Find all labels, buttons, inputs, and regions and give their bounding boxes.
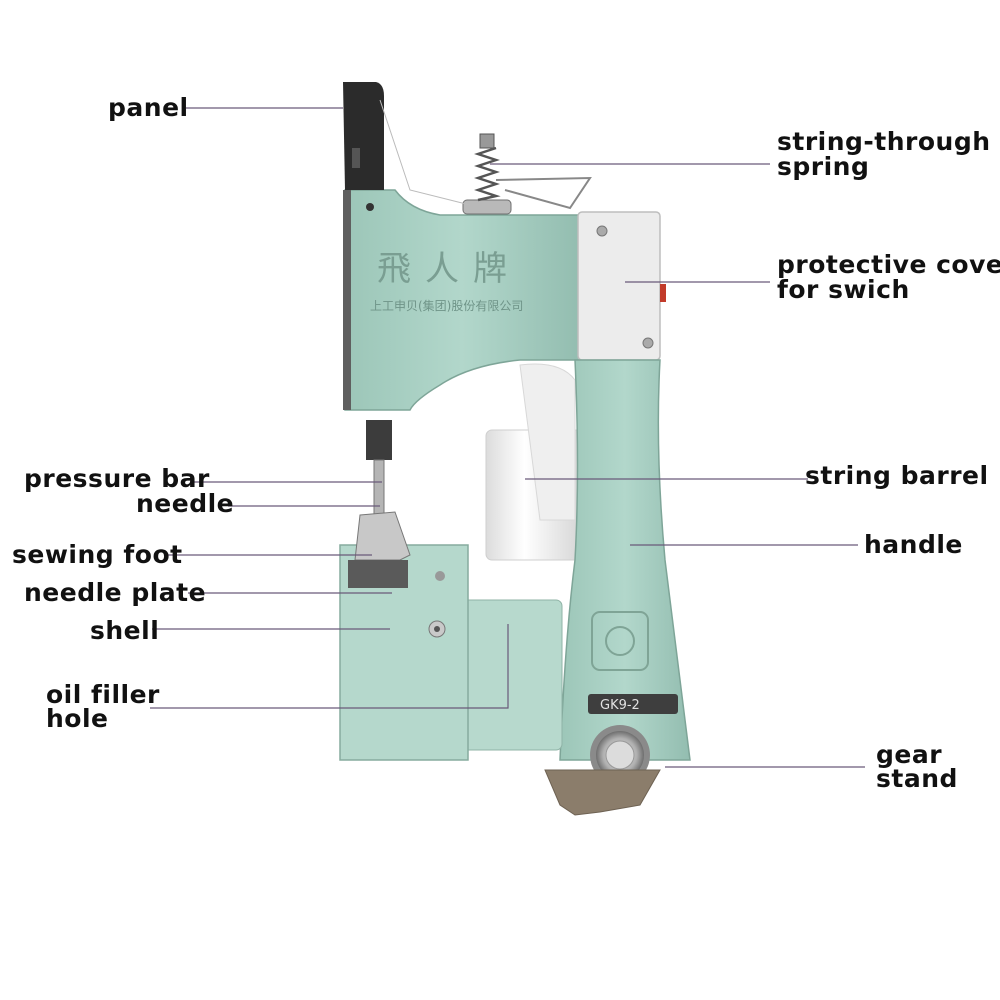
model-plate: GK9-2 (588, 694, 678, 714)
label-shell: shell (90, 616, 160, 645)
label-hole: hole (46, 704, 109, 733)
label-oil-filler: oil filler (46, 680, 160, 709)
leader-oil-hole (150, 624, 509, 709)
needle-assembly (348, 420, 411, 588)
label-protective-cover: protective cover (777, 250, 1000, 279)
label-string-barrel: string barrel (805, 461, 989, 490)
emblem-logo (591, 611, 649, 671)
leader-lines (150, 107, 865, 768)
sewing-machine: 飛人牌 上工申贝(集团)股份有限公司 GK9-2 (339, 82, 691, 816)
label-spring: spring (777, 152, 870, 181)
string-through-spring (379, 99, 592, 215)
brand-plate-text: 飛人牌 (377, 249, 521, 289)
label-string-through: string-through (777, 127, 991, 156)
label-handle: handle (864, 530, 963, 559)
label-needle-plate: needle plate (24, 578, 207, 607)
panel-plate (343, 82, 384, 190)
label-gear: gear (876, 740, 943, 769)
label-for-switch: for swich (777, 275, 910, 304)
label-stand: stand (876, 764, 958, 793)
label-sewing-foot: sewing foot (12, 540, 183, 569)
switch-cover (577, 211, 666, 361)
label-needle: needle (136, 489, 235, 518)
label-pressure-bar: pressure bar (24, 464, 210, 493)
base-foot (544, 769, 661, 816)
string-barrel-spool (485, 363, 583, 561)
company-plate-text: 上工申贝(集团)股份有限公司 (370, 298, 523, 313)
label-panel: panel (108, 93, 189, 122)
model-plate-text: GK9-2 (600, 698, 640, 713)
upper-arm (344, 189, 581, 411)
